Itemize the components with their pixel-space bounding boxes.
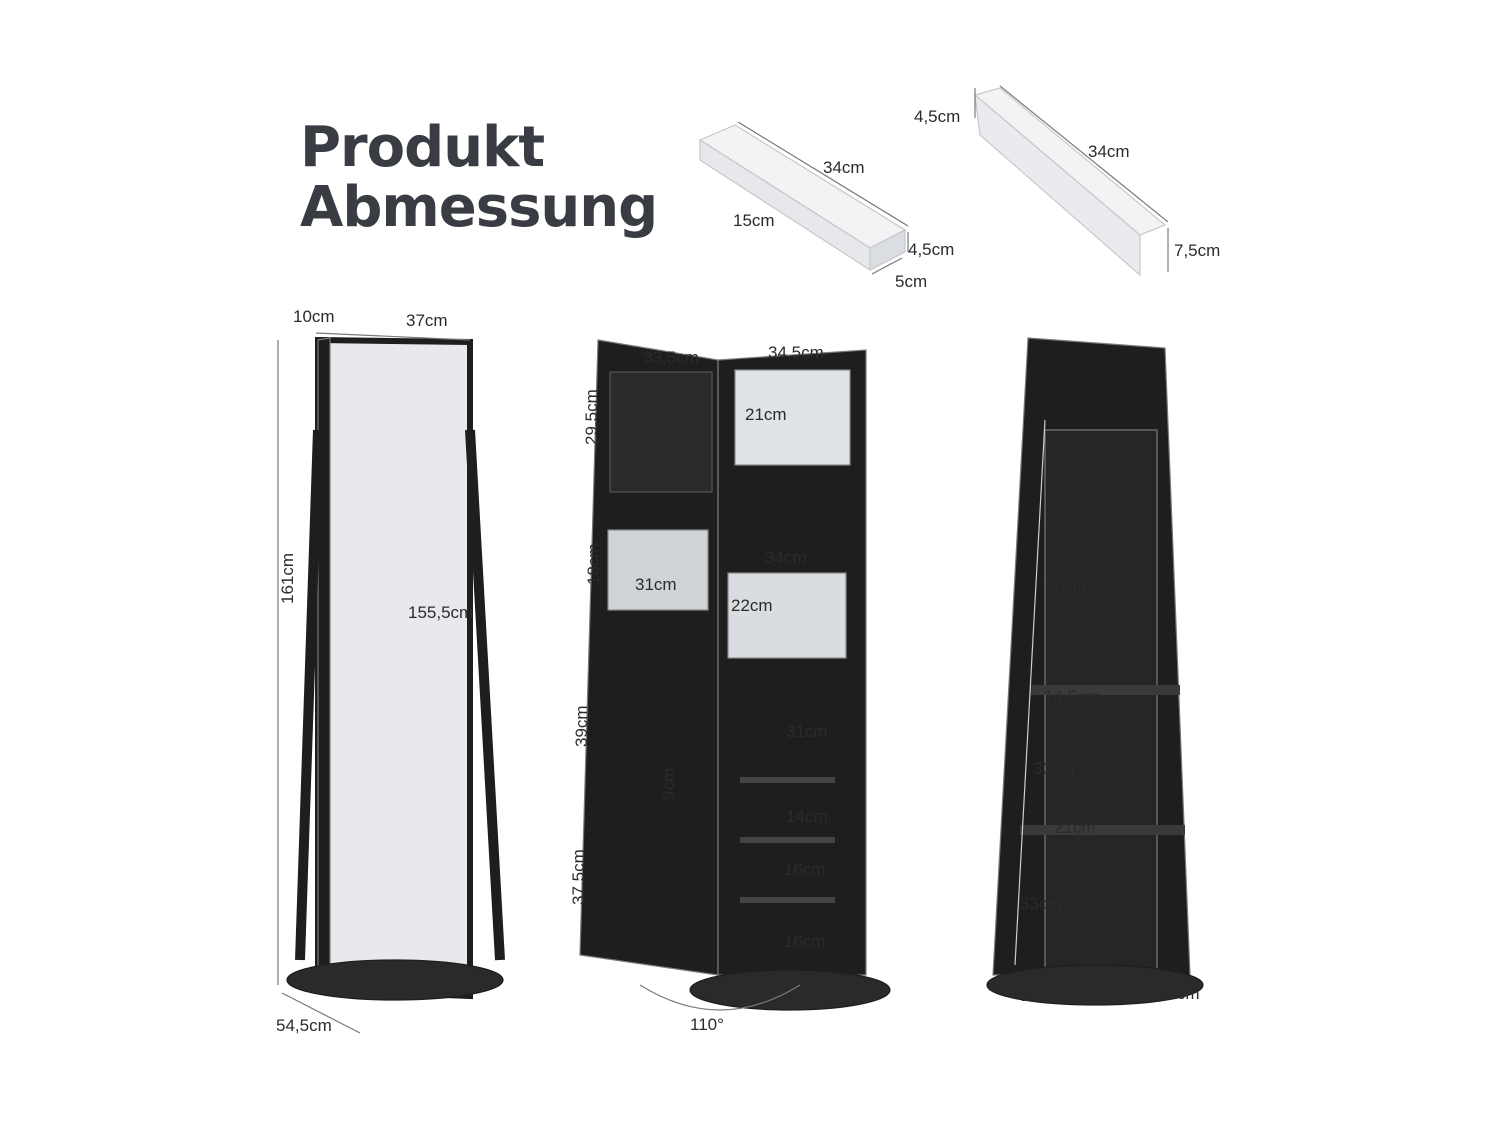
open-hook-gap: 9cm bbox=[659, 767, 678, 800]
back-base-width: 37cm bbox=[1158, 984, 1200, 1003]
open-shelf-1: 14cm bbox=[786, 807, 828, 826]
back-gap-1: 33cm bbox=[1033, 759, 1075, 778]
mirror-glass-height: 155,5cm bbox=[408, 603, 474, 622]
back-gap-2: 33cm bbox=[1020, 894, 1062, 913]
mirror-base: 54,5cm bbox=[276, 1016, 332, 1035]
mirror-width: 37cm bbox=[406, 311, 448, 330]
mirror-depth: 10cm bbox=[293, 307, 335, 326]
open-shelf-width: 31cm bbox=[786, 722, 828, 741]
mirror-total-height: 161cm bbox=[278, 552, 297, 604]
tray-compartment-box bbox=[698, 121, 909, 275]
back-shelf-depth: 14,5cm bbox=[1044, 687, 1100, 706]
mirror-cabinet bbox=[277, 332, 505, 1034]
tray1-height: 4,5cm bbox=[908, 240, 955, 259]
tray2-height-top: 4,5cm bbox=[914, 107, 961, 126]
tray1-depth: 5cm bbox=[895, 272, 928, 291]
tray2-height: 7,5cm bbox=[1174, 241, 1221, 260]
tray-cup-holder bbox=[973, 85, 1169, 277]
open-pocket-height: 18cm bbox=[584, 543, 603, 585]
open-shelf-3: 16cm bbox=[784, 932, 826, 951]
tray1-width: 15cm bbox=[733, 211, 775, 230]
open-angle: 110° bbox=[690, 1015, 724, 1034]
back-base-depth: 27cm bbox=[1021, 986, 1063, 1005]
page-title: Produkt Abmessung bbox=[300, 115, 658, 240]
back-shelf-2-depth: 21cm bbox=[1054, 818, 1096, 837]
back-height: 70cm bbox=[1045, 578, 1087, 597]
tray1-length: 34cm bbox=[823, 158, 865, 177]
open-panel-lower: 37,5cm bbox=[569, 849, 588, 905]
open-inner-width: 34,5cm bbox=[768, 343, 824, 362]
open-panel-upper: 39cm bbox=[572, 705, 591, 747]
open-door-width: 33,5cm bbox=[643, 348, 699, 367]
open-pocket-width: 31cm bbox=[635, 575, 677, 594]
open-drawer-width: 34cm bbox=[765, 548, 807, 567]
title-line-1: Produkt bbox=[300, 115, 545, 180]
open-cabinet bbox=[579, 339, 891, 1011]
back-cabinet bbox=[986, 337, 1204, 1006]
title-line-2: Abmessung bbox=[300, 175, 658, 240]
tray2-length: 34cm bbox=[1088, 142, 1130, 161]
open-shelf-2: 16cm bbox=[784, 860, 826, 879]
open-ring-rack-height: 29,5cm bbox=[582, 389, 601, 445]
open-drawer-height: 22cm bbox=[731, 596, 773, 615]
open-mirror-small: 21cm bbox=[745, 405, 787, 424]
